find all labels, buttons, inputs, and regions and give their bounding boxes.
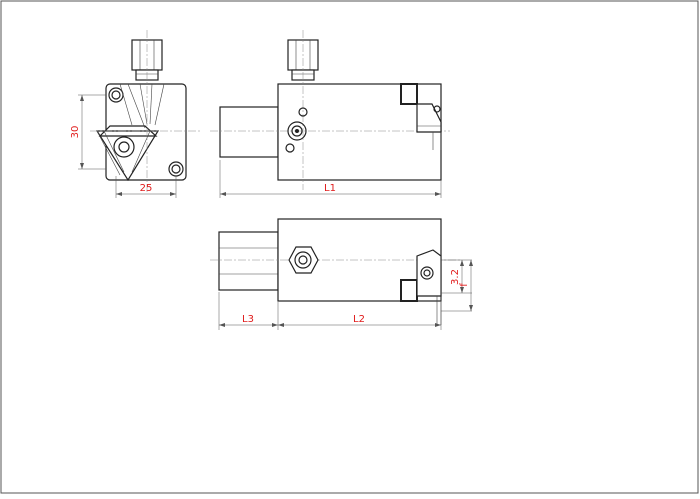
insert-screw bbox=[113, 136, 135, 158]
coolant-port bbox=[287, 121, 307, 141]
side-shank bbox=[219, 106, 279, 158]
dim-l3: L3 bbox=[242, 314, 254, 325]
top-pocket-step bbox=[400, 279, 418, 302]
dim-offset-3-2: 3.2 bbox=[450, 269, 461, 285]
side-view: L1 bbox=[210, 30, 450, 198]
top-insert-screw bbox=[420, 266, 434, 280]
dim-l2: L2 bbox=[353, 314, 365, 325]
small-hole-bottom bbox=[285, 143, 295, 153]
pocket-step bbox=[400, 83, 418, 105]
thread-insert bbox=[95, 130, 160, 182]
hex-fitting bbox=[288, 246, 319, 274]
dim-f: f bbox=[459, 283, 470, 287]
insert-clamp bbox=[98, 125, 158, 137]
small-hole-top bbox=[298, 107, 308, 117]
dim-l1: L1 bbox=[324, 183, 336, 194]
front-view: 30 25 bbox=[70, 30, 200, 198]
top-view: 3.2 f L3 L2 bbox=[210, 218, 473, 330]
top-shank bbox=[218, 231, 279, 291]
dim-height-30: 30 bbox=[70, 126, 81, 139]
dim-width-25: 25 bbox=[140, 183, 153, 194]
